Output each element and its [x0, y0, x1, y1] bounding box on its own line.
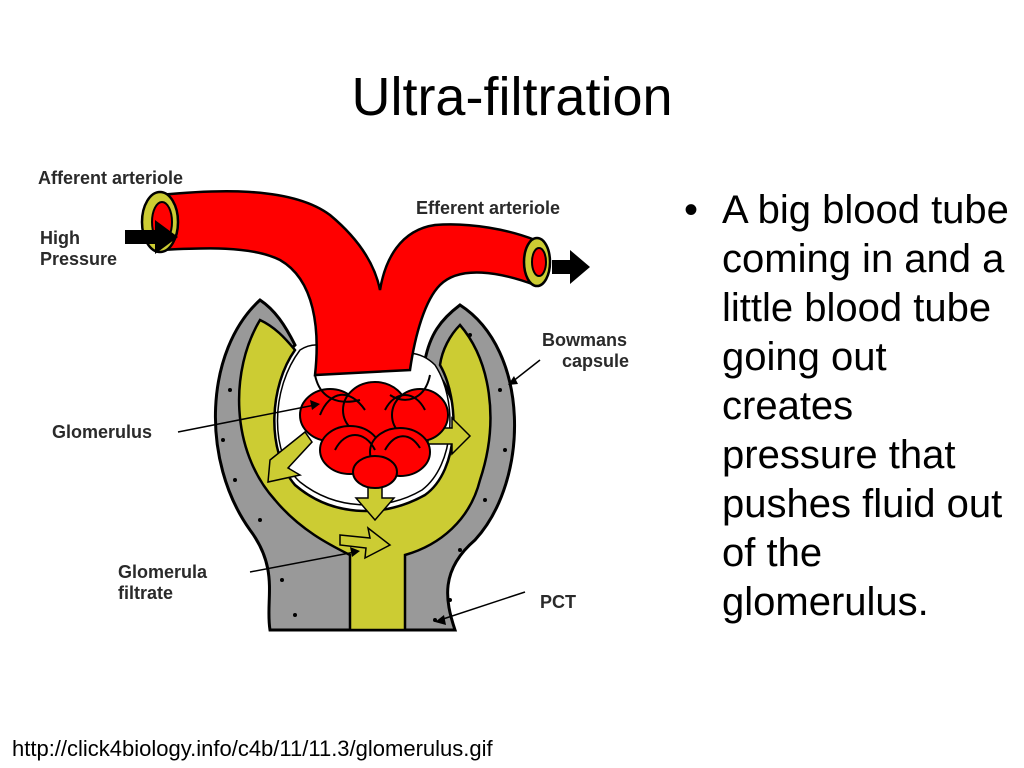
- label-glomerulus: Glomerulus: [52, 422, 153, 442]
- label-afferent-arteriole: Afferent arteriole: [38, 168, 184, 188]
- source-url[interactable]: http://click4biology.info/c4b/11/11.3/gl…: [12, 736, 493, 761]
- high-pressure-arrow: [125, 220, 178, 254]
- slide-title: Ultra-filtration: [351, 67, 673, 127]
- glomerulus-diagram: Afferent arteriole Efferent arteriole Hi…: [30, 160, 690, 660]
- label-high-pressure: High Pressure: [40, 228, 118, 269]
- label-bowmans-capsule: Bowmans capsule: [542, 330, 630, 371]
- bullet-marker: •: [684, 188, 699, 232]
- label-glomerula-filtrate: Glomerula filtrate: [118, 562, 208, 603]
- efferent-outflow-arrow: [552, 250, 590, 284]
- filtrate-arrows: [267, 416, 472, 560]
- label-efferent-arteriole: Efferent arteriole: [416, 198, 561, 218]
- glomerulus-capillaries: [299, 374, 449, 489]
- bullet-text: A big blood tube coming in and a little …: [722, 188, 1009, 624]
- label-pct: PCT: [540, 592, 576, 612]
- glomerulus-illustration: [125, 189, 590, 632]
